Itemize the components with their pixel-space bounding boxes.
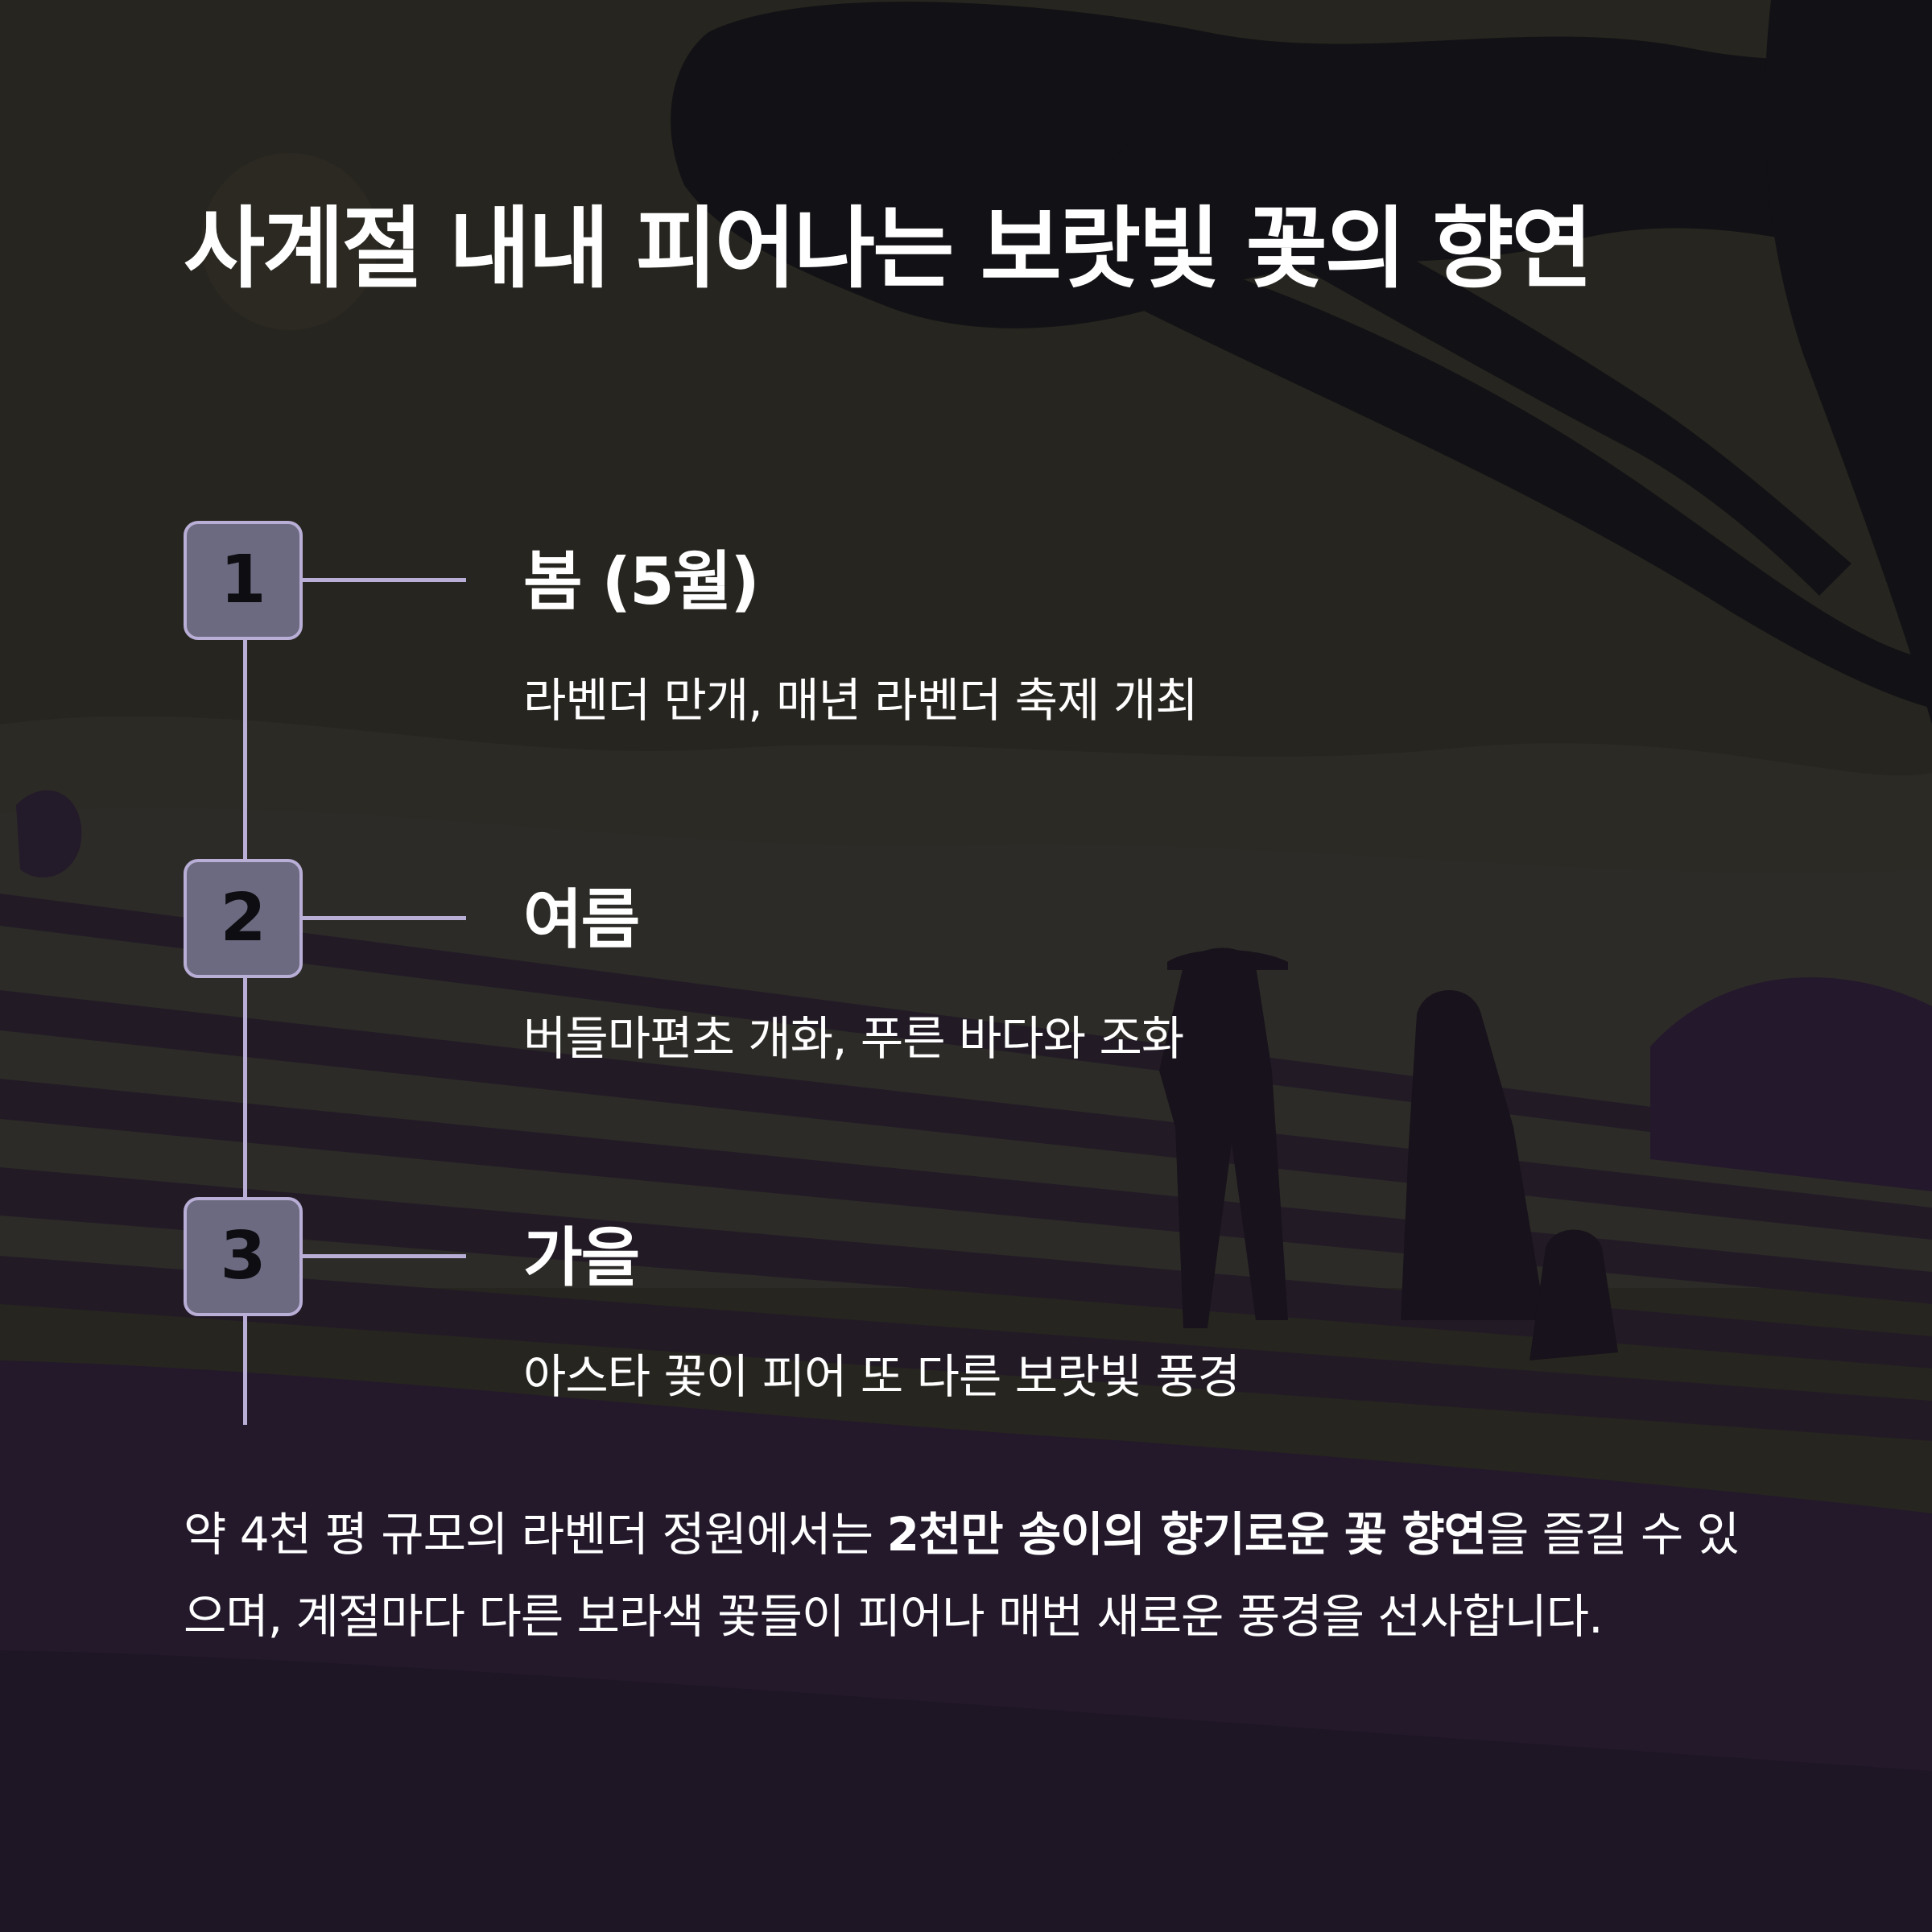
oak-tree-branch: [1087, 250, 1932, 708]
step-number-box-3: 3: [184, 1197, 303, 1316]
step-connector-3: [303, 1254, 466, 1258]
right-bushes: [1650, 977, 1932, 1191]
lavender-foreground-dark: [0, 1650, 1932, 1932]
sun-shape: [201, 153, 378, 330]
person-figure: [1159, 947, 1288, 1328]
step-connector-2: [303, 916, 466, 920]
field-stripe: [0, 1256, 1932, 1441]
step-title-summer: 여름: [523, 882, 640, 957]
summary-text-before: 약 4천 평 규모의 라벤더 정원에서는: [184, 1507, 887, 1562]
timeline-vertical-line: [243, 640, 247, 1425]
step-title-spring: 봄 (5월): [523, 544, 760, 619]
step-number-box-1: 1: [184, 521, 303, 640]
person-figure: [1401, 990, 1546, 1320]
summary-text-after: 을 즐길 수 있으며, 계절마다 다른 보라색 꽃들이 피어나 매번 새로운 풍…: [184, 1507, 1740, 1644]
step-description-spring: 라벤더 만개, 매년 라벤더 축제 개최: [523, 673, 1199, 728]
oak-tree-canopy: [671, 2, 1932, 328]
oak-tree-branch: [1111, 129, 1852, 596]
person-hat: [1167, 950, 1288, 970]
summary-paragraph: 약 4천 평 규모의 라벤더 정원에서는 2천만 송이의 향기로운 꽃 향연을 …: [184, 1493, 1753, 1657]
step-number-box-2: 2: [184, 859, 303, 978]
oak-tree-trunk: [1765, 0, 1932, 724]
person-figure: [1530, 1229, 1618, 1360]
step-description-autumn: 아스타 꽃이 피어 또 다른 보랏빛 풍경: [523, 1349, 1241, 1404]
step-connector-1: [303, 578, 466, 582]
summary-highlight: 2천만 송이의 향기로운 꽃 향연: [886, 1507, 1487, 1562]
step-title-autumn: 가을: [523, 1220, 640, 1295]
step-description-summer: 버들마편초 개화, 푸른 바다와 조화: [523, 1011, 1184, 1066]
left-tree: [16, 790, 82, 877]
page-title: 사계절 내내 피어나는 보랏빛 꽃의 향연: [184, 197, 1593, 300]
